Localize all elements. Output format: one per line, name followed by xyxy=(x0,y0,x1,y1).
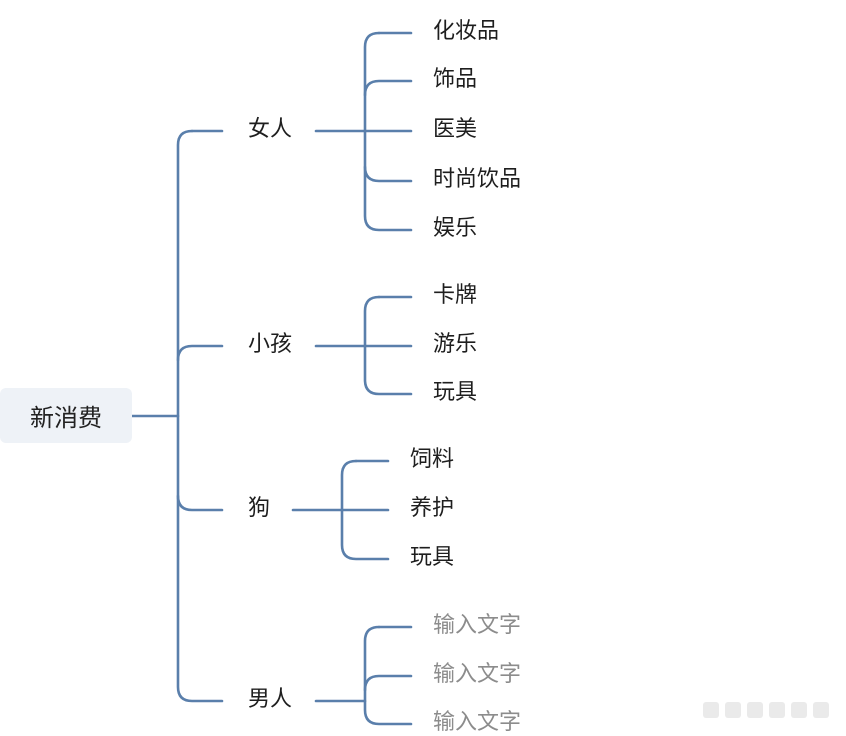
leaf-node[interactable]: 化妆品 xyxy=(433,19,500,44)
leaf-node[interactable]: 游乐 xyxy=(433,332,478,357)
root-connector-branch-1 xyxy=(176,344,224,362)
branch-node[interactable]: 狗 xyxy=(248,496,271,521)
leaf-node[interactable]: 饰品 xyxy=(433,67,478,92)
leaf-node[interactable]: 输入文字 xyxy=(433,710,522,735)
root-connector-branch-2 xyxy=(176,494,224,512)
branch-3-connector-trunk xyxy=(363,625,413,726)
leaf-node[interactable]: 医美 xyxy=(433,117,478,142)
leaf-node[interactable]: 娱乐 xyxy=(433,216,478,241)
root-connector-trunk xyxy=(176,129,224,703)
branch-0-connector-trunk xyxy=(363,31,413,232)
branch-2-connector-trunk xyxy=(340,459,390,561)
branch-node[interactable]: 女人 xyxy=(248,117,293,142)
branch-3-connector-branch-1 xyxy=(363,674,413,692)
root-node[interactable]: 新消费 xyxy=(0,388,132,443)
branch-node[interactable]: 小孩 xyxy=(248,332,293,357)
leaf-node[interactable]: 输入文字 xyxy=(433,613,522,638)
leaf-node[interactable]: 卡牌 xyxy=(433,283,478,308)
leaf-node[interactable]: 输入文字 xyxy=(433,662,522,687)
root-label: 新消费 xyxy=(30,404,102,432)
leaf-node[interactable]: 玩具 xyxy=(433,380,478,405)
leaf-node[interactable]: 时尚饮品 xyxy=(433,167,522,192)
leaf-node[interactable]: 玩具 xyxy=(410,545,455,570)
branch-1-connector-trunk xyxy=(363,295,413,396)
watermark xyxy=(703,699,838,721)
leaf-node[interactable]: 养护 xyxy=(410,496,455,521)
branch-0-connector-branch-3 xyxy=(363,165,413,183)
branch-0-connector-branch-1 xyxy=(363,79,413,97)
branch-node[interactable]: 男人 xyxy=(248,687,293,712)
leaf-node[interactable]: 饲料 xyxy=(410,447,455,472)
